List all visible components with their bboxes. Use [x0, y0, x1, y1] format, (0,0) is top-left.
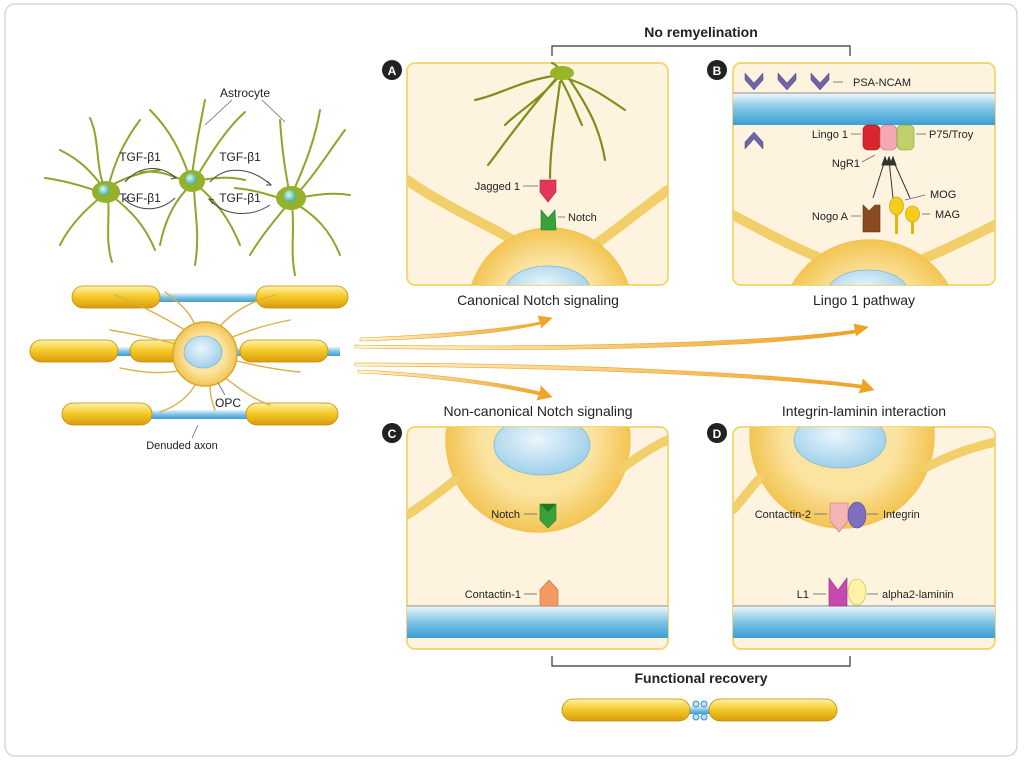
- ngr1-label: NgR1: [832, 158, 860, 170]
- contactin2-label: Contactin-2: [755, 509, 811, 521]
- l1-label: L1: [797, 589, 809, 601]
- p75-troy-receptor: [896, 124, 915, 151]
- top-bracket: [551, 45, 851, 56]
- mog-label: MOG: [930, 189, 956, 201]
- notch-label-a: Notch: [568, 212, 597, 224]
- psa-ncam-label: PSA-NCAM: [853, 77, 911, 89]
- badge-b-letter: B: [713, 64, 722, 78]
- notch-receptor-a: [540, 209, 557, 231]
- panel-d-caption: Integrin-laminin interaction: [782, 403, 946, 419]
- opc-label: OPC: [215, 396, 241, 410]
- panel-d: Contactin-2 Integrin L1 alpha2-laminin: [732, 426, 996, 650]
- astrocyte-leaders: [204, 99, 286, 126]
- tgf-label-4: TGF-β1: [219, 191, 261, 205]
- astrocyte-bodies: [92, 170, 306, 210]
- panel-a-caption: Canonical Notch signaling: [457, 292, 619, 308]
- psa-ncam-chevrons: [744, 72, 830, 150]
- lingo1-receptor: [862, 124, 881, 151]
- l1-ligand: [828, 577, 848, 607]
- badge-c-letter: C: [388, 427, 397, 441]
- tgf-label-1: TGF-β1: [119, 150, 161, 164]
- opc-nucleus: [183, 335, 223, 369]
- tgf-label-2: TGF-β1: [119, 191, 161, 205]
- alpha2-laminin-ligand: [847, 578, 867, 606]
- ligand-arrows: [872, 155, 911, 199]
- contactin2-receptor: [829, 502, 849, 533]
- panel-b-caption: Lingo 1 pathway: [813, 292, 915, 308]
- bottom-bracket: [551, 656, 851, 667]
- tgf-label-3: TGF-β1: [219, 150, 261, 164]
- alpha2-laminin-label: alpha2-laminin: [882, 589, 954, 601]
- mag-ligand: [905, 205, 920, 234]
- contactin1-label: Contactin-1: [465, 589, 521, 601]
- badge-c: [382, 423, 402, 443]
- astrocytes: [44, 99, 351, 276]
- nogo-a-ligand: [862, 204, 881, 233]
- badge-a: [382, 60, 402, 80]
- panel-b: PSA-NCAM Lingo 1 P75/Troy NgR1 Nogo A: [732, 62, 996, 286]
- badge-d-letter: D: [713, 427, 722, 441]
- integrin-label: Integrin: [883, 509, 920, 521]
- badge-d: [707, 423, 727, 443]
- panel-c-caption: Non-canonical Notch signaling: [443, 403, 632, 419]
- no-remyelination-title: No remyelination: [644, 24, 758, 40]
- contactin1-ligand: [539, 579, 559, 607]
- nogo-a-label: Nogo A: [812, 211, 849, 223]
- ngr1-receptor: [879, 124, 898, 151]
- tgf-exchange-arrows: [122, 168, 273, 215]
- mog-ligand: [889, 196, 904, 234]
- panel-c: Notch Contactin-1: [406, 426, 669, 650]
- integrin-receptor: [847, 501, 867, 529]
- panel-a: Jagged 1 Notch: [406, 61, 669, 286]
- jagged1-ligand: [539, 179, 557, 203]
- mag-label: MAG: [935, 209, 960, 221]
- p75-label: P75/Troy: [929, 129, 974, 141]
- notch-label-c: Notch: [491, 509, 520, 521]
- functional-recovery-title: Functional recovery: [634, 670, 767, 686]
- remyelinated-axon: [561, 698, 838, 722]
- badge-b: [707, 60, 727, 80]
- jagged1-label: Jagged 1: [475, 181, 520, 193]
- astrocyte-label: Astrocyte: [220, 86, 270, 100]
- pathway-arrows: [354, 315, 875, 401]
- lingo1-label: Lingo 1: [812, 129, 848, 141]
- badge-a-letter: A: [388, 64, 397, 78]
- denuded-axon-label: Denuded axon: [146, 440, 218, 452]
